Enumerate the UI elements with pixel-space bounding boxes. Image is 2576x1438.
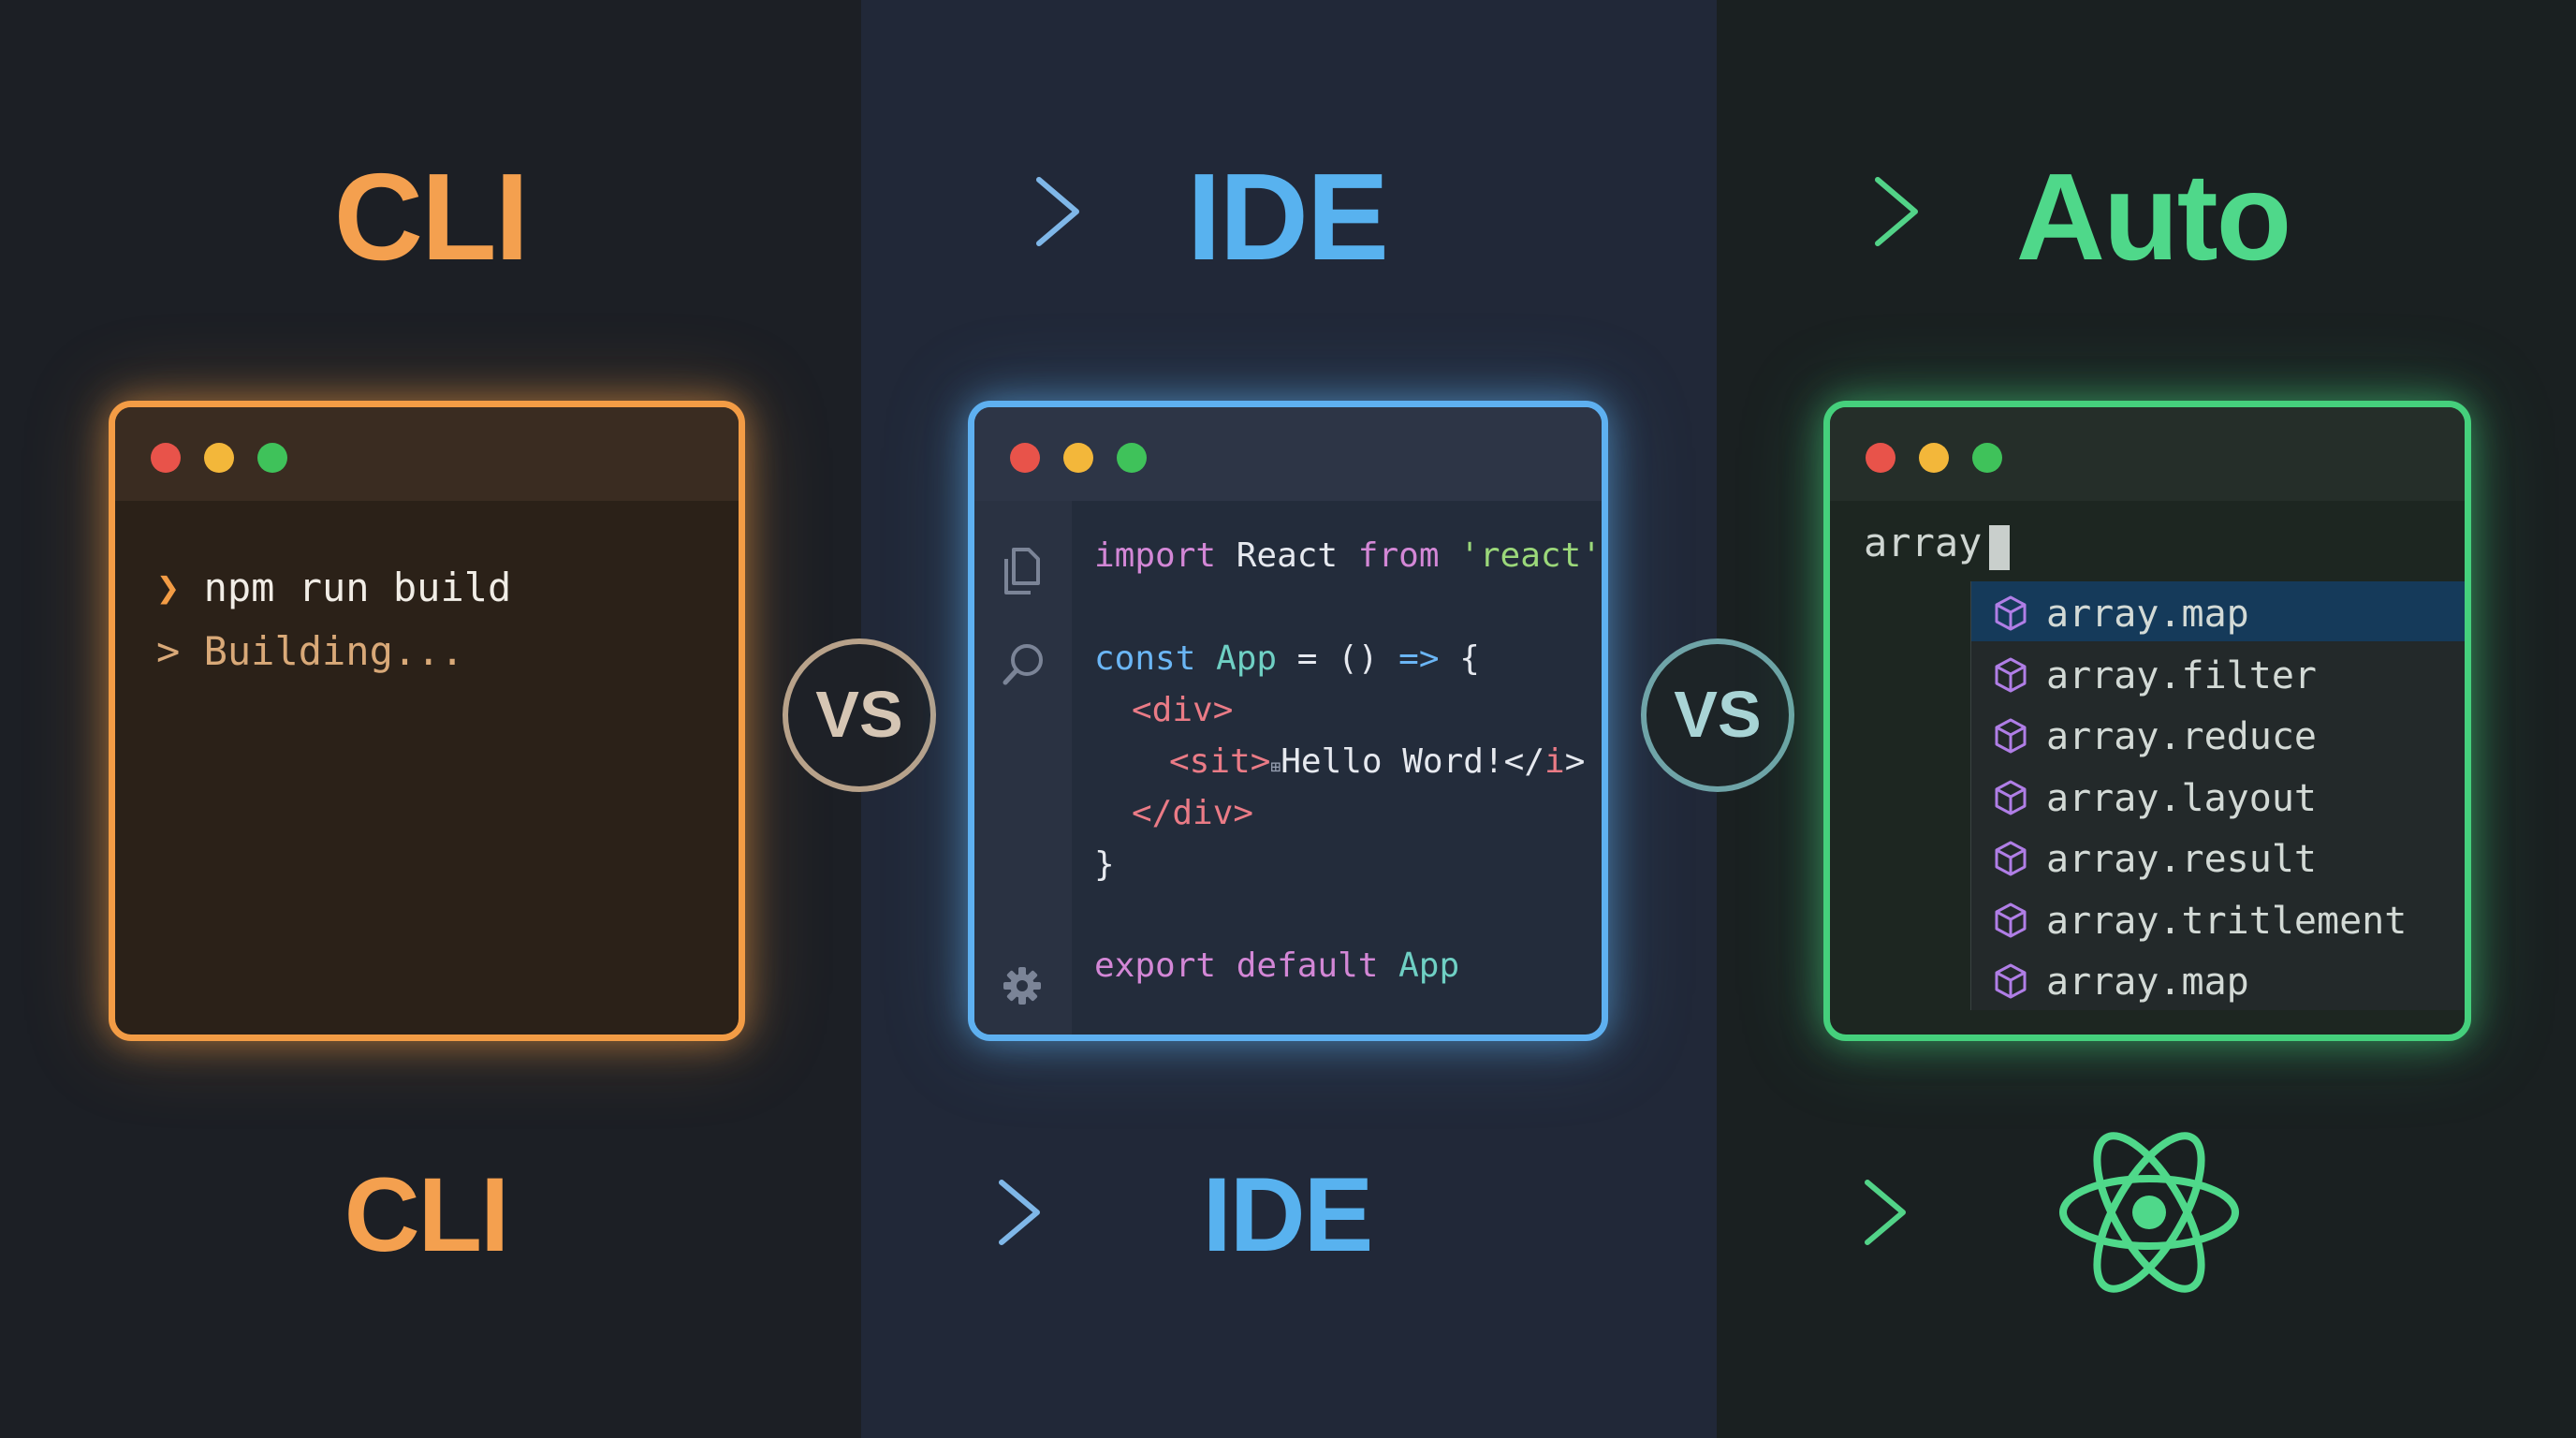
cli-output-line: > Building...: [156, 628, 464, 674]
suggestion-item[interactable]: array.map: [1971, 949, 2465, 1009]
code-line-5: <sit>⊞Hello Word!</i>: [1169, 742, 1585, 781]
suggestion-label: array.layout: [2046, 776, 2317, 820]
vs-badge-left: VS: [783, 638, 936, 792]
cli-command-line: ❯ npm run build: [156, 565, 511, 610]
keyword-export-default: export default: [1094, 946, 1379, 985]
sit-open-tag: <sit>: [1169, 742, 1271, 781]
cli-terminal-window: ❯ npm run build > Building...: [109, 401, 745, 1041]
suggestion-list: array.map array.filter array.reduce array.l…: [1970, 581, 2465, 1010]
identifier-app: App: [1216, 639, 1278, 678]
cube-icon: [1995, 902, 2027, 937]
suggestion-item[interactable]: array.result: [1971, 827, 2465, 887]
gear-icon[interactable]: [1001, 964, 1044, 1007]
search-icon[interactable]: [1001, 641, 1047, 688]
text-cursor: [1989, 525, 2010, 570]
operator-assign: = (): [1296, 639, 1379, 678]
suggestion-item[interactable]: array.layout: [1971, 766, 2465, 826]
code-line-6: </div>: [1132, 794, 1253, 832]
suggestion-item[interactable]: array.filter: [1971, 643, 2465, 703]
top-cli-heading: CLI: [333, 148, 530, 286]
close-brace: }: [1094, 845, 1115, 884]
vs-badge-right: VS: [1641, 638, 1794, 792]
identifier-react: React: [1236, 536, 1339, 575]
close-tag-name: i: [1544, 742, 1565, 781]
bottom-arrow-ide-to-react: [1519, 1180, 1906, 1245]
cube-icon: [1995, 657, 2027, 692]
ide-titlebar: [974, 407, 1602, 501]
keyword-from: from: [1357, 536, 1440, 575]
close-dot[interactable]: [151, 443, 181, 473]
code-line-4: <div>: [1132, 691, 1233, 729]
bottom-arrow-cli-to-ide: [653, 1180, 1040, 1245]
minimize-dot[interactable]: [204, 443, 234, 473]
prompt-chevron-icon: ❯: [156, 565, 181, 610]
arrow-operator: =>: [1398, 639, 1440, 678]
cli-output: Building...: [203, 628, 464, 674]
code-line-7: }: [1094, 845, 1115, 884]
cube-icon: [1995, 963, 2027, 999]
suggestion-item[interactable]: array.reduce: [1971, 704, 2465, 764]
top-arrow-cli-to-ide: [653, 177, 1079, 246]
minimize-dot[interactable]: [1919, 443, 1949, 473]
code-line-9: export default App: [1094, 946, 1459, 985]
close-tag-end: >: [1564, 742, 1586, 781]
suggestion-label: array.map: [2046, 961, 2249, 1004]
div-open-tag: <div>: [1132, 691, 1234, 729]
cli-output-prefix: >: [156, 628, 181, 674]
auto-titlebar: [1830, 407, 2465, 501]
code-input-text[interactable]: array.: [1864, 520, 2006, 565]
identifier-app-export: App: [1398, 946, 1460, 985]
keyword-import: import: [1094, 536, 1217, 575]
inline-glyph-icon: ⊞: [1270, 757, 1281, 777]
bottom-ide-heading: IDE: [1202, 1156, 1374, 1273]
string-react: 'react': [1459, 536, 1602, 575]
autocomplete-window: array. array.map array.filter array.reduce…: [1823, 401, 2471, 1041]
cube-icon: [1995, 780, 2027, 814]
suggestion-item[interactable]: array.map: [1971, 581, 2465, 641]
code-line-3: const App = () => {: [1094, 639, 1480, 678]
suggestion-label: array.tritlement: [2046, 899, 2408, 943]
close-tag-open: </: [1503, 742, 1544, 781]
suggestion-label: array.map: [2046, 593, 2249, 636]
top-ide-heading: IDE: [1186, 148, 1389, 286]
div-close-tag: </div>: [1132, 794, 1254, 832]
close-dot[interactable]: [1866, 443, 1895, 473]
suggestion-label: array.result: [2046, 838, 2317, 881]
ide-editor-window: import React from 'react'; const App = (…: [968, 401, 1608, 1041]
keyword-const: const: [1094, 639, 1196, 678]
maximize-dot[interactable]: [1117, 443, 1147, 473]
cli-command: npm run build: [203, 565, 512, 610]
top-auto-heading: Auto: [2015, 148, 2292, 286]
maximize-dot[interactable]: [257, 443, 287, 473]
cube-icon: [1995, 718, 2027, 754]
code-line-1: import React from 'react';: [1094, 536, 1603, 575]
react-atom-icon: [2059, 1132, 2239, 1293]
maximize-dot[interactable]: [1972, 443, 2002, 473]
suggestion-label: array.reduce: [2046, 715, 2317, 758]
top-arrow-ide-to-auto: [1498, 177, 1918, 246]
files-icon[interactable]: [1001, 546, 1044, 596]
ide-activity-bar: [974, 501, 1072, 1034]
minimize-dot[interactable]: [1063, 443, 1093, 473]
open-brace: {: [1459, 639, 1480, 678]
bottom-cli-heading: CLI: [344, 1156, 509, 1273]
cube-icon: [1995, 841, 2027, 876]
jsx-text: Hello Word!: [1281, 742, 1504, 781]
semicolon: ;: [1602, 536, 1603, 575]
cube-icon: [1995, 595, 2027, 631]
suggestion-item[interactable]: array.tritlement: [1971, 888, 2465, 948]
cli-titlebar: [115, 407, 739, 501]
close-dot[interactable]: [1010, 443, 1040, 473]
suggestion-label: array.filter: [2046, 653, 2317, 697]
